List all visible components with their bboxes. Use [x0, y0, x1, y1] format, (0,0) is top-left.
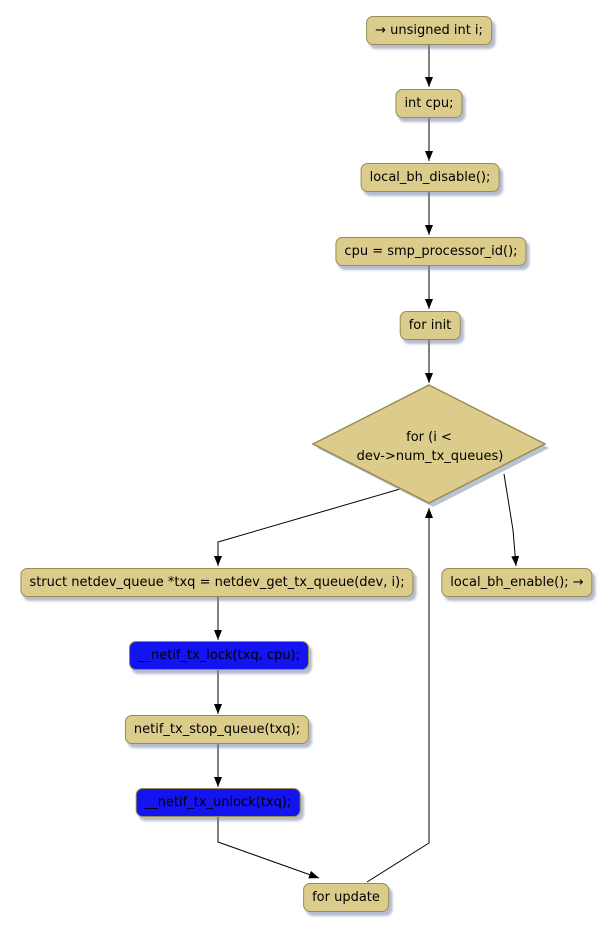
node-tx-unlock: __netif_tx_unlock(txq);	[135, 788, 301, 817]
edge-unlock-to-forupdate	[217, 817, 320, 879]
loop-condition-line1: for (i <	[406, 430, 452, 445]
edge-loop-to-gettxqueue	[214, 488, 401, 566]
node-get-tx-queue: struct netdev_queue *txq = netdev_get_tx…	[20, 568, 414, 597]
node-local-bh-disable: local_bh_disable();	[360, 163, 500, 192]
loop-decision-shape	[311, 384, 547, 504]
node-cpu-assign: cpu = smp_processor_id();	[335, 237, 527, 266]
node-declare-cpu: int cpu;	[395, 89, 463, 118]
node-for-init: for init	[399, 311, 461, 340]
edge-forupdate-to-loop	[366, 508, 433, 883]
node-local-bh-enable: local_bh_enable(); →	[441, 568, 593, 597]
node-tx-lock: __netif_tx_lock(txq, cpu);	[128, 641, 310, 670]
node-stop-queue: netif_tx_stop_queue(txq);	[124, 715, 310, 744]
node-for-update: for update	[303, 883, 389, 912]
node-declare-i: → unsigned int i;	[366, 16, 492, 45]
loop-condition-line2: dev->num_tx_queues)	[357, 449, 504, 464]
edge-loop-to-enable	[503, 473, 520, 567]
